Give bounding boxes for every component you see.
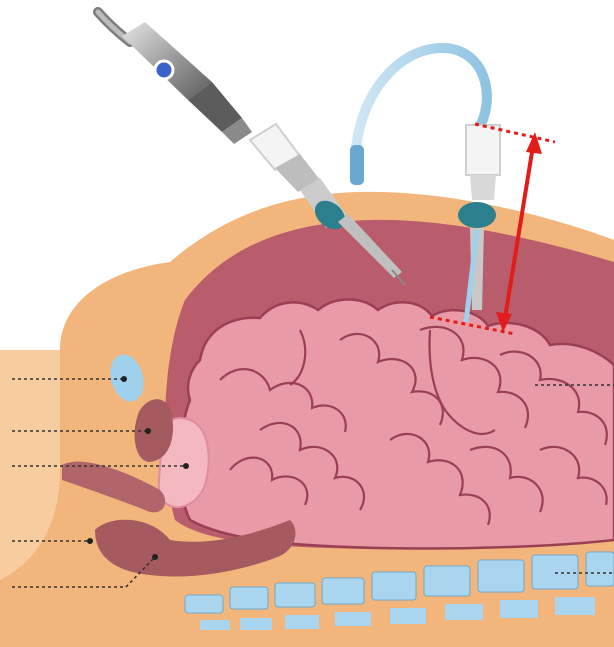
blue-button-icon bbox=[155, 61, 173, 79]
trocar-valve bbox=[458, 202, 496, 228]
